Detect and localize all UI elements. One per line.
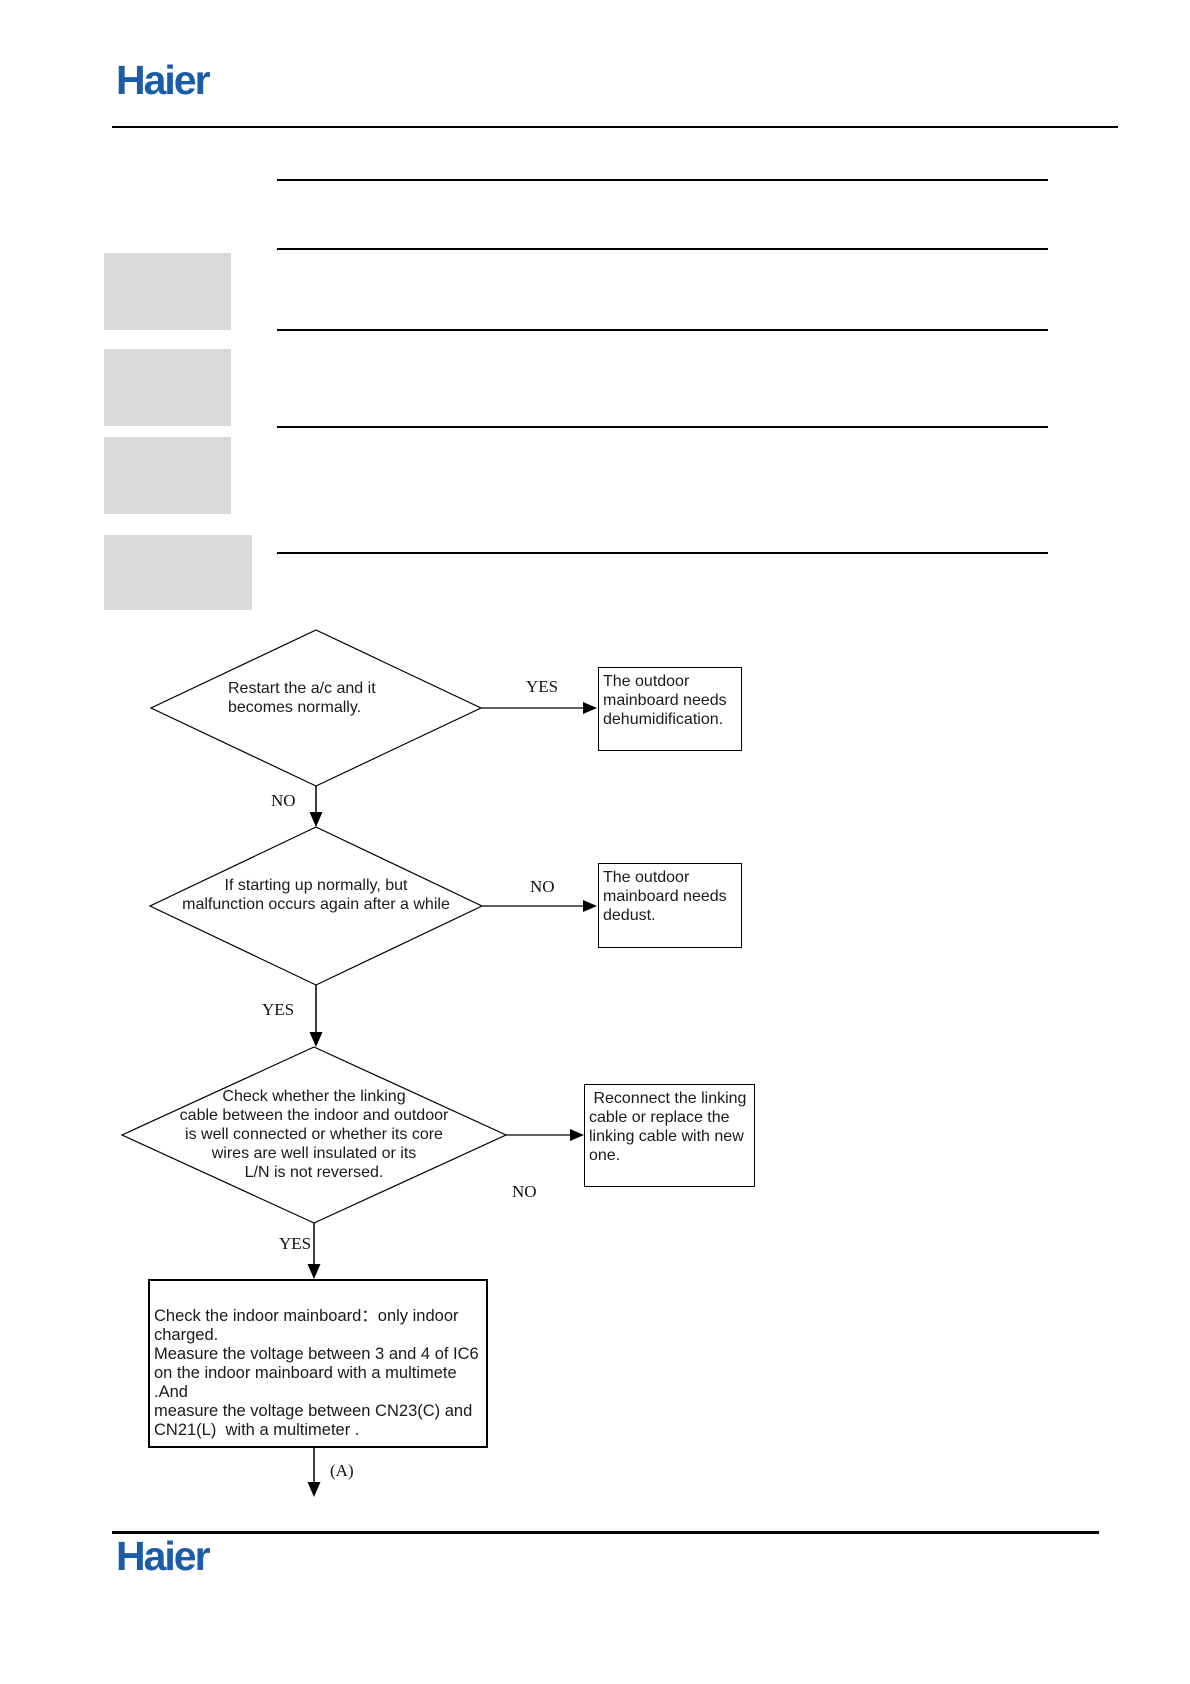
decision3-yes-arrowhead-icon bbox=[307, 1264, 321, 1279]
content-line-1 bbox=[277, 179, 1048, 181]
decision2-yes-arrowhead-icon bbox=[309, 1032, 323, 1047]
result1-box: The outdoor mainboard needs dehumidifica… bbox=[598, 667, 742, 751]
redacted-block-2 bbox=[104, 349, 231, 426]
decision3-no-arrowhead-icon bbox=[570, 1129, 584, 1141]
action1-box: Check the indoor mainboard：only indoor c… bbox=[148, 1279, 488, 1448]
redacted-block-1 bbox=[104, 253, 231, 330]
decision2-no-label: NO bbox=[530, 877, 555, 896]
result3-box: Reconnect the linking cable or replace t… bbox=[584, 1084, 755, 1187]
content-line-4 bbox=[277, 426, 1048, 428]
content-line-2 bbox=[277, 248, 1048, 250]
footer-rule bbox=[112, 1531, 1099, 1534]
decision1-no-label: NO bbox=[271, 791, 296, 810]
connector-a-label: (A) bbox=[330, 1461, 354, 1480]
decision3-no-label: NO bbox=[512, 1182, 537, 1201]
decision2-text: If starting up normally, but malfunction… bbox=[182, 877, 450, 913]
header-rule bbox=[112, 126, 1118, 128]
haier-logo-footer: Haier bbox=[116, 1533, 211, 1579]
result2-box: The outdoor mainboard needs dedust. bbox=[598, 863, 742, 948]
decision3-text: Check whether the linking cable between … bbox=[179, 1088, 449, 1181]
haier-logo-header: Haier bbox=[116, 57, 211, 103]
decision1-yes-arrowhead-icon bbox=[583, 702, 597, 714]
content-line-3 bbox=[277, 329, 1048, 331]
action1-out-arrowhead-icon bbox=[307, 1482, 321, 1497]
decision2-yes-label: YES bbox=[262, 1000, 295, 1019]
redacted-block-3 bbox=[104, 437, 231, 514]
content-line-5 bbox=[277, 552, 1048, 554]
decision2-no-arrowhead-icon bbox=[583, 900, 597, 912]
decision1-yes-label: YES bbox=[526, 677, 559, 696]
redacted-block-4 bbox=[104, 535, 252, 610]
decision1-no-arrowhead-icon bbox=[309, 812, 323, 827]
decision1-text: Restart the a/c and it becomes normally. bbox=[228, 680, 376, 716]
decision3-yes-label: YES bbox=[279, 1234, 312, 1253]
